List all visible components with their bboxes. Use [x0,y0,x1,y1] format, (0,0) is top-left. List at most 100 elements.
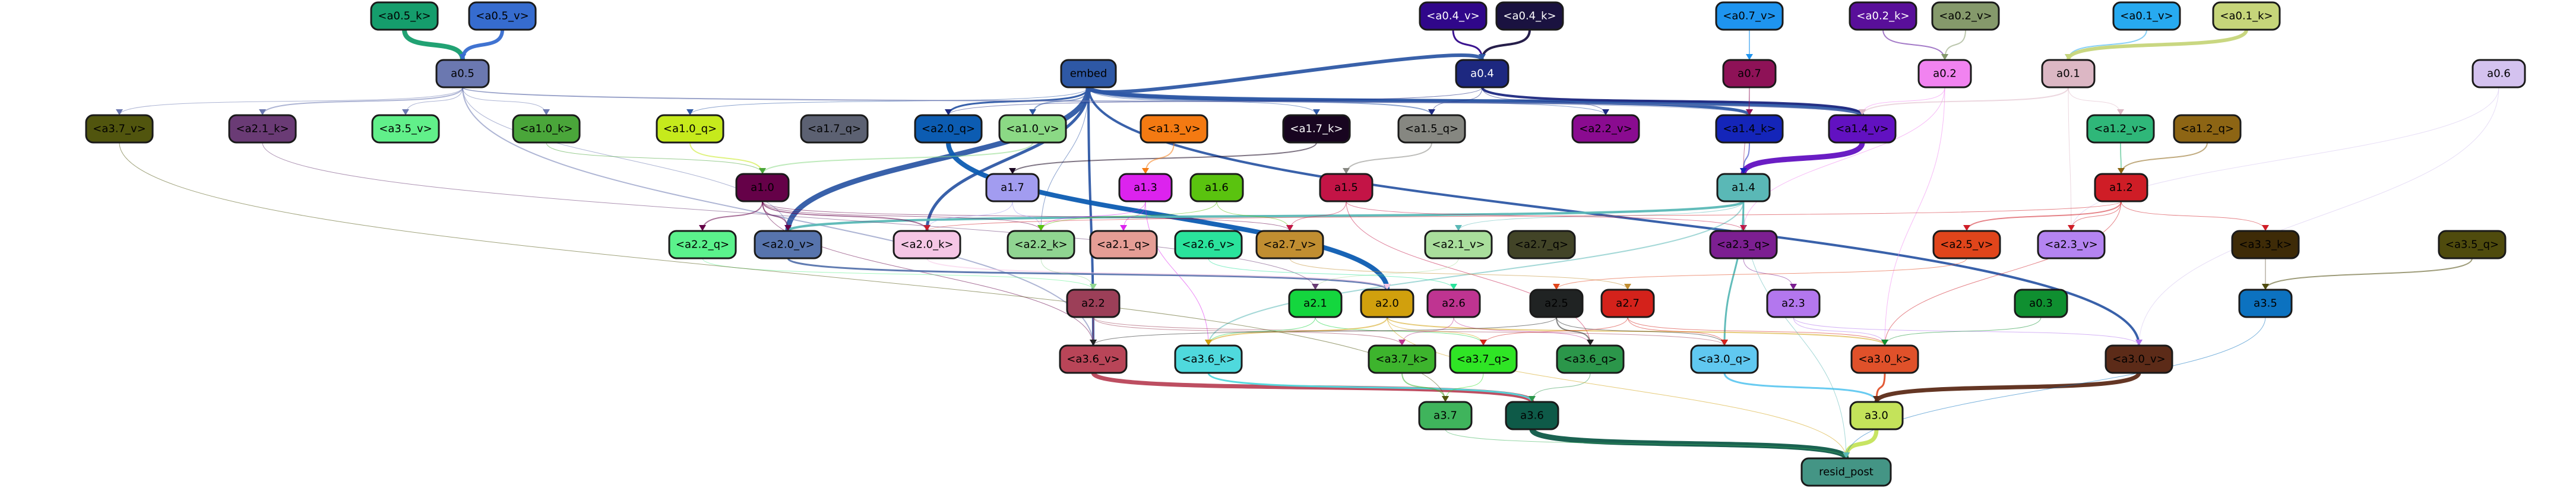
node-a0-7[interactable]: a0.7 [1722,59,1777,88]
node-box [370,1,439,31]
edge-embed-to-a2_2_v [1088,87,1606,116]
node-label: embed [1070,68,1107,80]
node-a0-2-k[interactable]: <a0.2_k> [1849,1,1917,31]
node-a0-4-v[interactable]: <a0.4_v> [1419,1,1488,31]
edge-a0_3-to-a3_0_k [1884,316,2042,346]
node-a0-3[interactable]: a0.3 [2014,289,2068,318]
node-a1-7[interactable]: a1.7 [985,173,1040,202]
node-a3-6[interactable]: a3.6 [1505,401,1559,430]
node-a0-2-v[interactable]: <a0.2_v> [1931,1,2000,31]
node-a1-0-k[interactable]: <a1.0_k> [512,114,581,144]
node-a0-1-v[interactable]: <a0.1_v> [2112,1,2181,31]
node-a1-5-q[interactable]: <a1.5_q> [1397,114,1466,144]
node-box [1418,401,1473,430]
node-box [1709,230,1778,259]
node-a2-5-v[interactable]: <a2.5_v> [1932,230,2001,259]
node-label: <a0.4_k> [1503,10,1556,23]
node-a2-0-q[interactable]: <a2.0_q> [914,114,983,144]
edge-embed-to-a1_0_q [689,87,1089,116]
node-a3-0-k[interactable]: <a3.0_k> [1850,344,1919,374]
node-a3-7-q[interactable]: <a3.7_q> [1449,344,1518,374]
node-a0-4[interactable]: a0.4 [1455,59,1509,88]
node-a2-3[interactable]: a2.3 [1766,289,1821,318]
node-a3-0[interactable]: a3.0 [1849,401,1904,430]
node-a0-5[interactable]: a0.5 [435,59,490,88]
node-a3-7-v[interactable]: <a3.7_v> [85,114,154,144]
node-a2-5[interactable]: a2.5 [1529,289,1584,318]
node-a3-7-k[interactable]: <a3.7_k> [1368,344,1436,374]
edge-embed-to-a2_0_k [925,87,1090,232]
node-a1-4-v[interactable]: <a1.4_v> [1828,114,1897,144]
node-a2-7-v[interactable]: <a2.7_v> [1255,230,1324,259]
node-label: <a2.5_v> [1940,239,1993,251]
node-a1-3-v[interactable]: <a1.3_v> [1140,114,1208,144]
node-a1-0[interactable]: a1.0 [735,173,790,202]
node-a2-2-v[interactable]: <a2.2_v> [1571,114,1640,144]
node-a2-2[interactable]: a2.2 [1066,289,1121,318]
node-a3-3-k[interactable]: <a3.3_k> [2231,230,2300,259]
node-a2-0[interactable]: a2.0 [1360,289,1414,318]
node-a2-7[interactable]: a2.7 [1600,289,1655,318]
node-box [1419,1,1488,31]
node-a0-2[interactable]: a0.2 [1917,59,1972,88]
node-a3-5[interactable]: a3.5 [2238,289,2293,318]
node-a2-2-k[interactable]: <a2.2_k> [1007,230,1075,259]
edge-a1_2-to-a2_3_v [2071,201,2122,232]
node-a3-6-q[interactable]: <a3.6_q> [1556,344,1625,374]
node-a2-2-q[interactable]: <a2.2_q> [668,230,737,259]
node-a3-7[interactable]: a3.7 [1418,401,1473,430]
node-a1-4-k[interactable]: <a1.4_k> [1715,114,1784,144]
node-resid-post[interactable]: resid_post [1800,457,1892,487]
node-a0-1[interactable]: a0.1 [2041,59,2096,88]
node-box [1722,59,1777,88]
node-a0-5-k[interactable]: <a0.5_k> [370,1,439,31]
node-a2-6[interactable]: a2.6 [1426,289,1481,318]
node-a1-0-v[interactable]: <a1.0_v> [998,114,1067,144]
node-a2-1-q[interactable]: <a2.1_q> [1089,230,1158,259]
node-a2-3-v[interactable]: <a2.3_v> [2037,230,2106,259]
node-a2-1[interactable]: a2.1 [1288,289,1343,318]
node-a1-0-q[interactable]: <a1.0_q> [656,114,724,144]
edge-arrowhead [402,109,409,115]
node-a2-0-v[interactable]: <a2.0_v> [754,230,822,259]
node-box [1690,344,1759,374]
node-a1-4[interactable]: a1.4 [1716,173,1771,202]
node-a3-6-v[interactable]: <a3.6_v> [1059,344,1128,374]
node-box [2014,289,2068,318]
node-a0-7-v[interactable]: <a0.7_v> [1715,1,1784,31]
node-a2-7-q[interactable]: <a2.7_q> [1507,230,1576,259]
node-a1-2[interactable]: a1.2 [2094,173,2148,202]
node-a3-0-q[interactable]: <a3.0_q> [1690,344,1759,374]
node-a1-3[interactable]: a1.3 [1118,173,1173,202]
node-box [1449,344,1518,374]
node-a2-1-k[interactable]: <a2.1_k> [228,114,297,144]
node-a2-3-q[interactable]: <a2.3_q> [1709,230,1778,259]
node-a1-6[interactable]: a1.6 [1189,173,1244,202]
node-a1-5[interactable]: a1.5 [1319,173,1374,202]
node-a0-1-k[interactable]: <a0.1_k> [2212,1,2281,31]
node-a1-7-k[interactable]: <a1.7_k> [1282,114,1351,144]
node-box [735,173,790,202]
node-label: a2.6 [1442,297,1466,310]
node-label: a2.3 [1781,297,1805,310]
node-a0-5-v[interactable]: <a0.5_v> [468,1,537,31]
node-embed[interactable]: embed [1060,59,1117,88]
node-a3-5-v[interactable]: <a3.5_v> [371,114,440,144]
node-box [1529,289,1584,318]
node-a0-6[interactable]: a0.6 [2471,59,2526,88]
node-a3-0-v[interactable]: <a3.0_v> [2105,344,2173,374]
node-a1-2-q[interactable]: <a1.2_q> [2173,114,2242,144]
node-a2-1-v[interactable]: <a2.1_v> [1424,230,1493,259]
node-a1-2-v[interactable]: <a1.2_v> [2086,114,2155,144]
edge-arrowhead [923,225,931,231]
node-a2-0-k[interactable]: <a2.0_k> [893,230,961,259]
node-box [1556,344,1625,374]
node-a3-5-q[interactable]: <a3.5_q> [2438,230,2507,259]
edge-arrowhead [1450,284,1457,290]
node-a2-6-v[interactable]: <a2.6_v> [1174,230,1243,259]
edge-a2_0_k-to-a2_0 [926,258,1388,290]
node-a3-6-k[interactable]: <a3.6_k> [1174,344,1243,374]
node-a1-7-q[interactable]: <a1.7_q> [800,114,869,144]
node-label: <a0.1_k> [2220,10,2273,23]
node-a0-4-k[interactable]: <a0.4_k> [1495,1,1564,31]
